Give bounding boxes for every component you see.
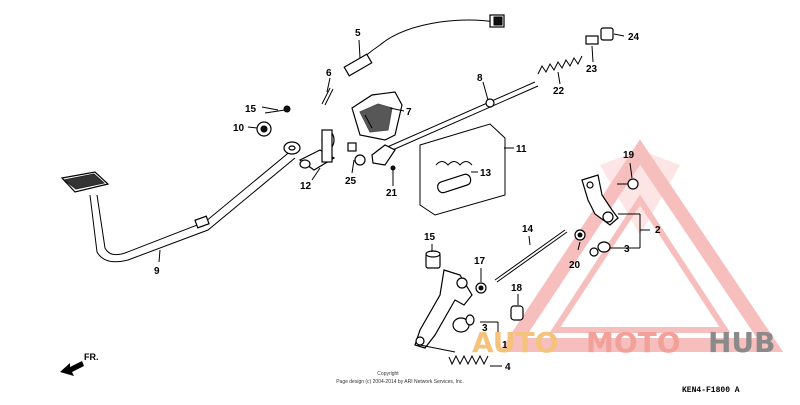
- callout-5: 5: [355, 28, 361, 39]
- pivot-shaft-part-14: [494, 229, 568, 283]
- collar-part-3-upper: [589, 241, 611, 257]
- callout-13: 13: [480, 168, 492, 179]
- callout-19: 19: [623, 150, 635, 161]
- callout-24: 24: [628, 32, 640, 43]
- cap-part-24: [600, 27, 614, 41]
- copyright-line1: Copyright: [377, 371, 399, 377]
- diagram-code: KEN4-F1800 A: [682, 386, 740, 395]
- watermark-text-auto: AUTO: [472, 326, 558, 359]
- callout-8: 8: [477, 73, 483, 84]
- callout-14: 14: [522, 224, 534, 235]
- callout-25: 25: [345, 176, 357, 187]
- watermark-text-hub: HUB: [708, 326, 776, 359]
- bracket-part-2: [581, 174, 619, 226]
- nut-part-17: [475, 282, 487, 294]
- callout-12: 12: [300, 181, 312, 192]
- callout-18: 18: [511, 283, 523, 294]
- callout-4: 4: [505, 362, 511, 373]
- callout-3-lower: 3: [482, 323, 488, 334]
- callout-3-upper: 3: [624, 244, 630, 255]
- callout-2: 2: [655, 225, 661, 236]
- bolt-part-16: [264, 105, 291, 114]
- front-arrow-icon: FR.: [60, 352, 99, 376]
- nut-part-10: [256, 121, 272, 137]
- callout-6: 6: [326, 68, 332, 79]
- step-arm-part-1: [414, 269, 473, 353]
- callout-7: 7: [406, 107, 412, 118]
- front-arrow-label: FR.: [84, 352, 99, 362]
- collar-part-18: [510, 305, 524, 321]
- brake-rod-part-8: [371, 81, 539, 166]
- callout-9: 9: [154, 266, 160, 277]
- callout-10: 10: [233, 123, 245, 134]
- lever-shaft-part-12: [298, 129, 336, 171]
- callout-1: 1: [502, 340, 508, 351]
- washer-part-20: [574, 229, 586, 241]
- kit-box-part-11: [419, 123, 506, 216]
- callout-21: 21: [386, 188, 398, 199]
- brake-switch-part-5: [343, 14, 505, 77]
- bolt-part-15: [425, 250, 441, 269]
- callout-22: 22: [553, 86, 565, 97]
- cotter-pin-part-6: [321, 87, 334, 106]
- pin-part-21: [390, 165, 396, 183]
- guard-part-7: [351, 91, 403, 141]
- clip-part-25: [347, 142, 366, 166]
- collar-part-3-lower: [452, 314, 475, 333]
- copyright-line2: Page design (c) 2004-2014 by ARI Network…: [336, 379, 464, 385]
- callout-11: 11: [516, 144, 527, 155]
- watermark-logo-icon: [498, 139, 784, 352]
- callout-23: 23: [586, 64, 598, 75]
- bolt-part-19: [617, 178, 639, 190]
- watermark-text-moto: MOTO: [586, 326, 681, 359]
- spring-part-22: [537, 55, 583, 75]
- callout-16: 15: [245, 104, 257, 115]
- callout-15: 15: [424, 232, 436, 243]
- brake-pedal-arm: [60, 141, 301, 263]
- callout-20: 20: [569, 260, 581, 271]
- spring-part-4: [448, 354, 489, 366]
- washer-part-23: [585, 35, 599, 45]
- callout-17: 17: [474, 256, 486, 267]
- leader-lines: [158, 33, 650, 367]
